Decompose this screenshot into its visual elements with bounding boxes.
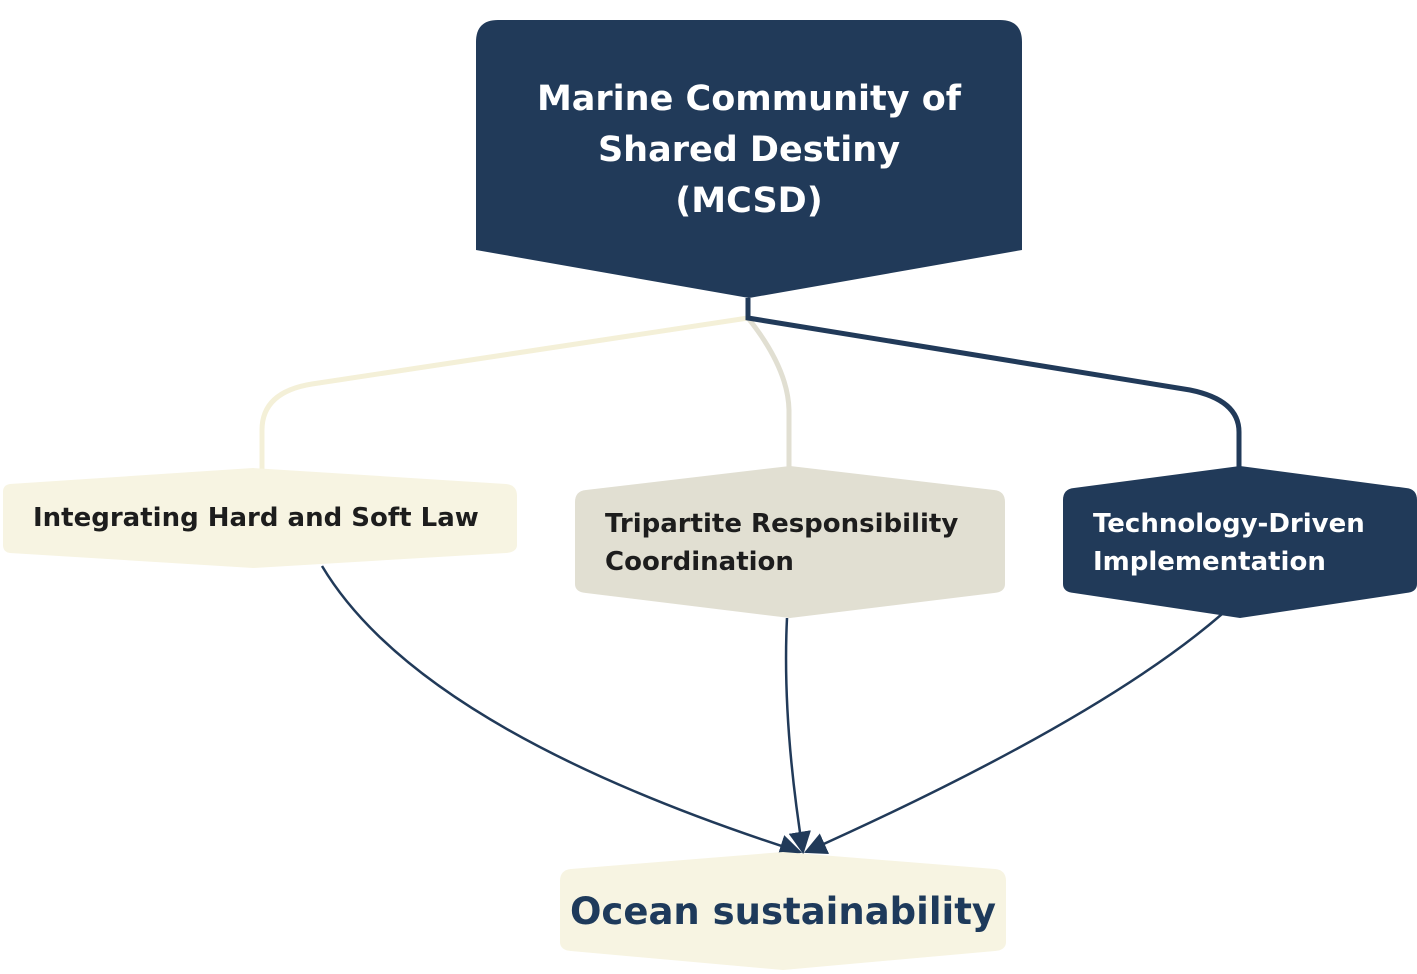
bottom-node-shape <box>560 852 1006 970</box>
node-hard-soft-law-label: Integrating Hard and Soft Law <box>33 503 479 533</box>
node-tripartite-line1: Tripartite Responsibility <box>605 509 959 539</box>
arrow-left-to-bottom <box>320 565 803 857</box>
top-node-shape <box>476 20 1022 298</box>
right-node-shape <box>1063 466 1417 618</box>
node-tripartite-responsibility: Tripartite Responsibility Coordination <box>575 468 1005 618</box>
connector-top-to-left <box>259 315 749 470</box>
node-hard-soft-law: Integrating Hard and Soft Law <box>3 468 517 568</box>
node-mcsd-line3: (MCSD) <box>675 180 823 221</box>
node-ocean-sustainability-label: Ocean sustainability <box>569 889 997 933</box>
connector-top-to-center <box>746 316 792 470</box>
arrow-center-to-bottom <box>784 617 811 855</box>
node-technology-line2: Implementation <box>1093 547 1326 577</box>
center-node-shape <box>575 466 1005 618</box>
node-tripartite-line2: Coordination <box>605 547 794 577</box>
node-mcsd-line2: Shared Destiny <box>597 129 901 170</box>
arrow-right-to-bottom <box>803 613 1223 854</box>
left-node-shape <box>3 468 517 568</box>
node-mcsd-line1: Marine Community of <box>536 78 962 119</box>
node-ocean-sustainability: Ocean sustainability <box>560 852 1006 970</box>
node-technology-driven: Technology-Driven Implementation <box>1063 468 1417 618</box>
node-mcsd: Marine Community of Shared Destiny (MCSD… <box>476 20 1022 298</box>
connector-top-to-right <box>745 298 1242 470</box>
node-technology-line1: Technology-Driven <box>1093 509 1365 539</box>
